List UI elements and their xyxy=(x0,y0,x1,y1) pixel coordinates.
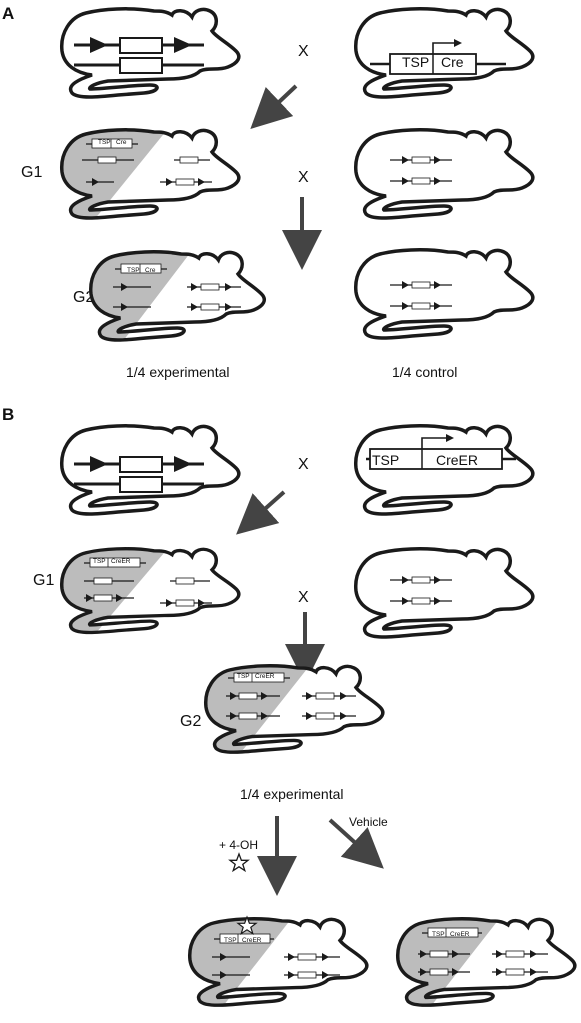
g1-label: G1 xyxy=(33,572,54,589)
g1-creer-label: CreER xyxy=(111,558,131,565)
g2-experimental-mouse xyxy=(203,664,385,754)
cross-arrow xyxy=(236,490,286,535)
panel-a-label: A xyxy=(2,4,14,23)
g2-experimental-mouse xyxy=(89,250,267,342)
homozygous-floxed-mouse xyxy=(353,547,535,639)
g2-label: G2 xyxy=(180,713,201,730)
cre-label: Cre xyxy=(441,54,464,70)
creer-driver-mouse xyxy=(353,424,535,516)
tam-creer-label: CreER xyxy=(242,937,262,944)
tam-promoter-label: TSP xyxy=(224,937,237,944)
g1-label: G1 xyxy=(21,164,42,181)
g2-creer-label: CreER xyxy=(255,673,275,680)
veh-promoter-label: TSP xyxy=(432,931,445,938)
g2-promoter-label: TSP xyxy=(127,267,140,274)
tamoxifen-treated-mouse xyxy=(187,915,369,1007)
homozygous-floxed-mouse xyxy=(353,128,535,220)
g2-cre-label: Cre xyxy=(145,267,156,274)
promoter-label: TSP xyxy=(402,54,429,70)
cross-symbol: X xyxy=(298,456,309,473)
panel-b-label: B xyxy=(2,405,14,424)
floxed-parent-mouse xyxy=(59,424,241,516)
control-caption: 1/4 control xyxy=(392,364,457,380)
veh-creer-label: CreER xyxy=(450,931,470,938)
g1-promoter-label: TSP xyxy=(98,139,111,146)
experimental-caption: 1/4 experimental xyxy=(126,364,230,380)
promoter-label: TSP xyxy=(372,452,399,468)
floxed-parent-mouse xyxy=(59,7,241,99)
creer-label: CreER xyxy=(436,452,478,468)
experimental-caption: 1/4 experimental xyxy=(240,786,344,802)
cross-symbol: X xyxy=(298,169,309,186)
g1-mouse xyxy=(59,128,241,220)
g2-promoter-label: TSP xyxy=(237,673,250,680)
cre-driver-mouse xyxy=(353,7,535,99)
vehicle-arrow xyxy=(328,818,384,869)
g1-mouse xyxy=(59,546,241,635)
g1-cre-label: Cre xyxy=(116,139,127,146)
vehicle-label: Vehicle xyxy=(349,815,388,829)
vehicle-treated-mouse xyxy=(395,917,577,1007)
g2-label: G2 xyxy=(73,289,94,306)
g1-promoter-label: TSP xyxy=(93,558,106,565)
tamoxifen-label: + 4-OH xyxy=(219,838,258,852)
tamoxifen-star-icon xyxy=(228,852,250,873)
cross-symbol: X xyxy=(298,43,309,60)
cross-arrow xyxy=(250,84,298,129)
cross-symbol: X xyxy=(298,589,309,606)
g2-control-mouse xyxy=(353,248,535,340)
